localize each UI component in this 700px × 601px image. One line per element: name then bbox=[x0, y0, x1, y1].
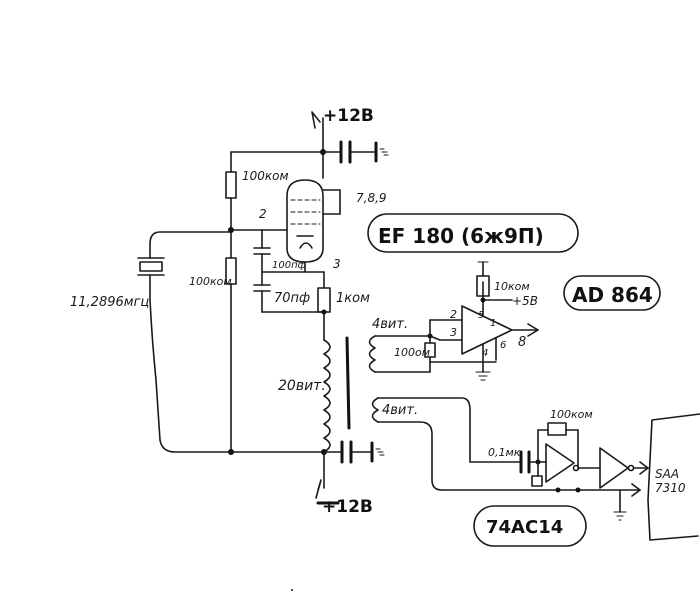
tube-name-bubble: EF 180 (6ж9П) bbox=[367, 213, 579, 253]
amp-pin3: 3 bbox=[450, 326, 457, 339]
amp-pin8: 8 bbox=[518, 335, 526, 350]
r-amp-label: 10ком bbox=[494, 280, 530, 293]
amp-pin1: 1 bbox=[490, 318, 496, 329]
amp-supply-label: +5В bbox=[512, 294, 538, 308]
tube-name-label: EF 180 (6ж9П) bbox=[378, 224, 544, 248]
logic-name-bubble: 74АС14 bbox=[473, 505, 587, 547]
logic-74ac14: 0,1мк 100ком bbox=[488, 408, 649, 521]
coil-sec2-label: 4вит. bbox=[382, 403, 418, 418]
secondary-coil-1: 4вит. 100ом bbox=[368, 317, 436, 373]
pins-789-label: 7,8,9 bbox=[356, 191, 387, 205]
r-feedback-label: 100ком bbox=[550, 408, 593, 421]
amp-pin5: 5 bbox=[478, 310, 484, 321]
pin2-label: 2 bbox=[259, 207, 267, 221]
amp-pin6: 6 bbox=[500, 340, 506, 351]
supply-bottom-label: +12B bbox=[322, 497, 373, 517]
top-supply-node: +12B bbox=[230, 106, 389, 179]
main-coil: 20вит. +12B bbox=[278, 336, 385, 517]
amp-pin4: 4 bbox=[482, 348, 488, 359]
supply-top-label: +12B bbox=[323, 106, 374, 126]
tube-ef180: 7,8,9 2 3 bbox=[230, 179, 387, 271]
r-top-label: 100ком bbox=[242, 169, 289, 183]
r-cathode bbox=[317, 287, 331, 313]
r-mid-label: 100ком bbox=[189, 275, 232, 288]
logic-name-label: 74АС14 bbox=[486, 517, 563, 538]
amp-name-bubble: AD 864 bbox=[563, 275, 661, 311]
c-couple-label: 0,1мк bbox=[488, 446, 521, 459]
r-cathode-label: 1ком bbox=[336, 291, 370, 306]
amp-name-label: AD 864 bbox=[572, 283, 653, 307]
r-feedback bbox=[547, 422, 567, 436]
crystal-label: 11,2896мгц bbox=[70, 295, 149, 310]
r-bias bbox=[531, 475, 543, 487]
amplifier-ad864: 2 3 5 1 4 6 8 10ком +5В bbox=[429, 261, 539, 381]
c-cathode1-label: 100пф bbox=[272, 260, 307, 271]
cathode-network: 100пф 70пф 1ком bbox=[253, 229, 370, 341]
crystal-branch: 11,2896мгц bbox=[70, 231, 325, 453]
amp-pin2: 2 bbox=[450, 308, 457, 321]
coil-main-label: 20вит. bbox=[278, 378, 326, 394]
secondary-coil-2: 4вит. bbox=[371, 397, 641, 491]
r-top bbox=[225, 171, 237, 199]
pin3-label: 3 bbox=[333, 257, 341, 271]
c-cathode2-label: 70пф bbox=[274, 291, 310, 306]
coil-sec1-label: 4вит. bbox=[372, 317, 408, 332]
r-load-label: 100ом bbox=[394, 346, 430, 359]
